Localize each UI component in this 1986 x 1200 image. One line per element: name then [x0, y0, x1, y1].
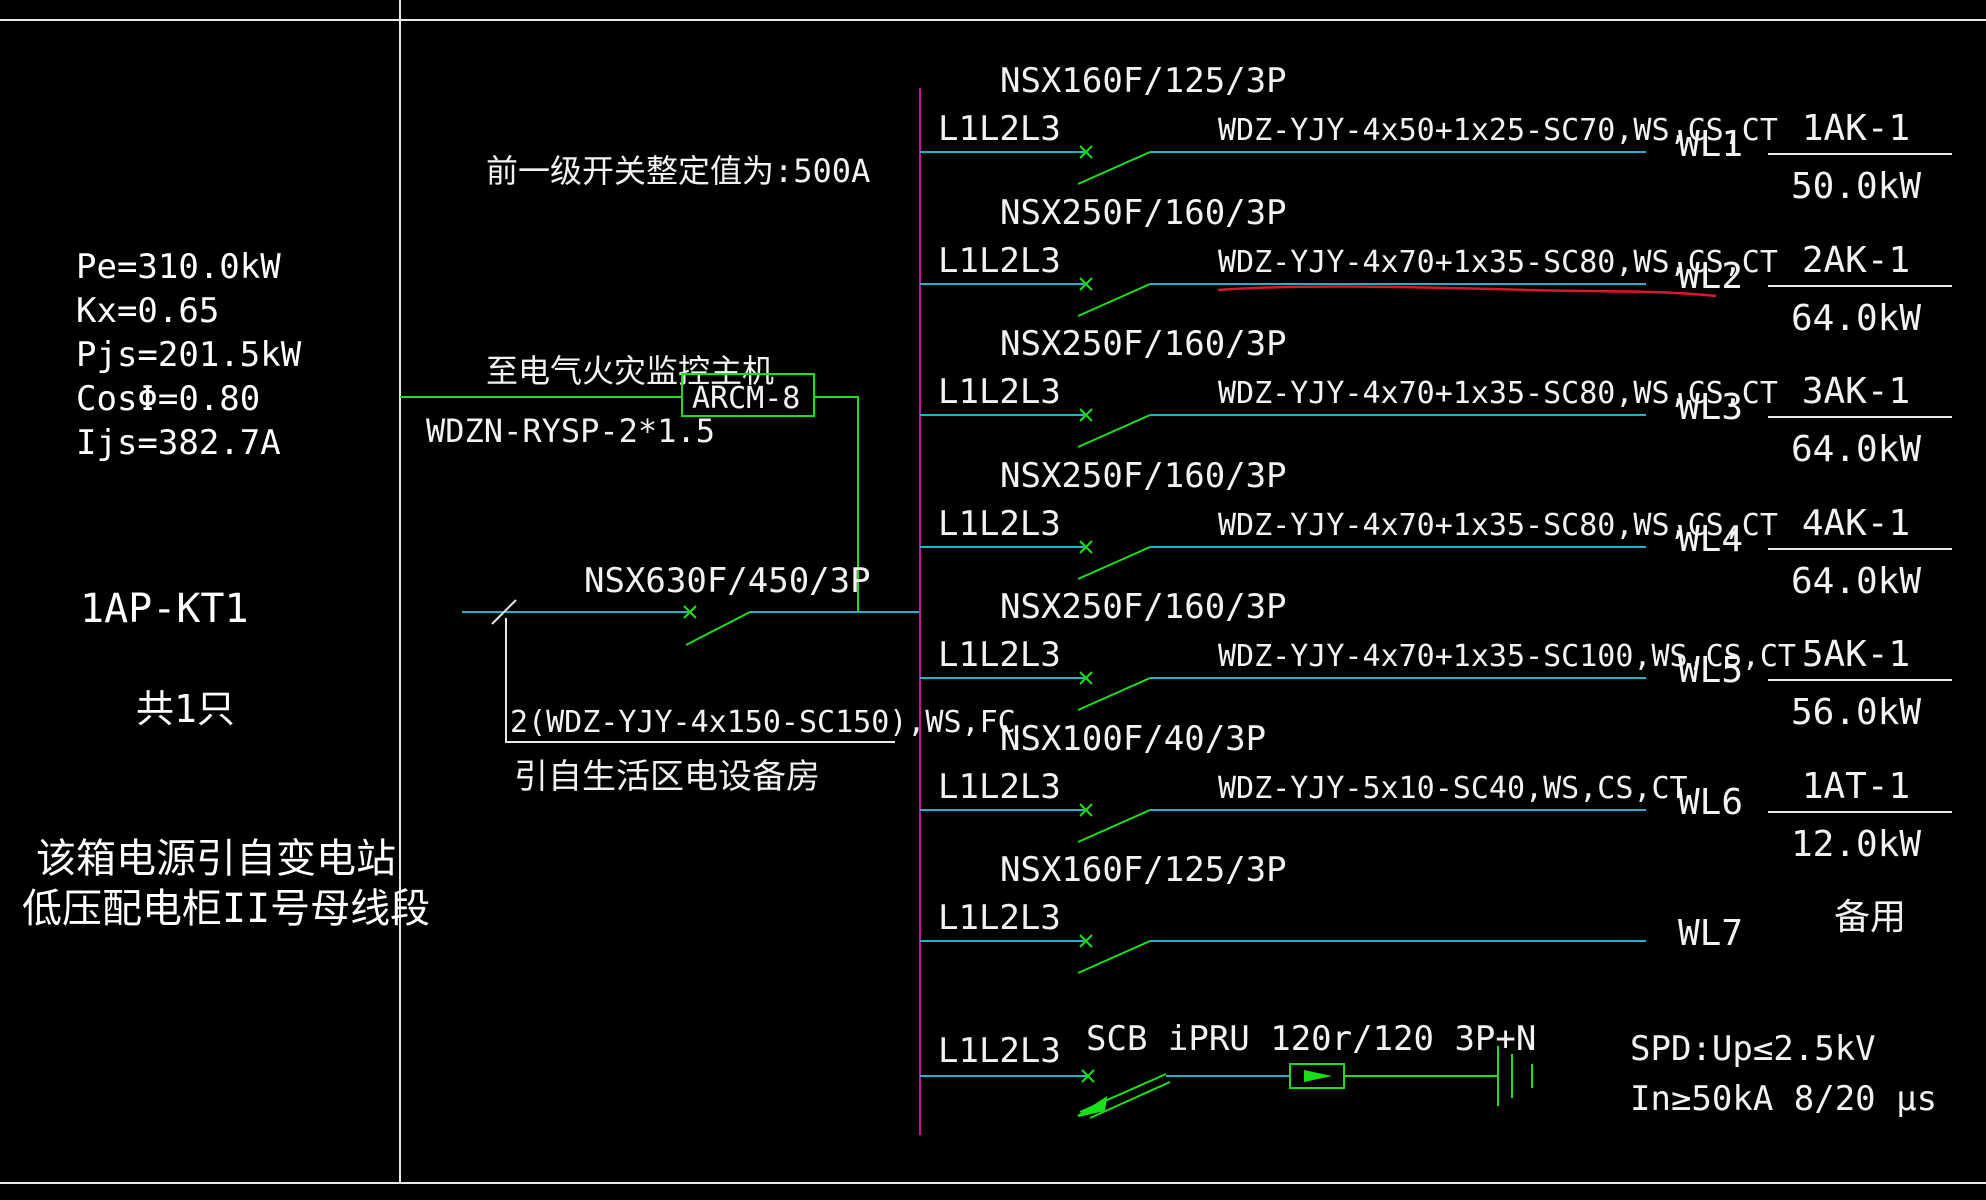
- circuit-phases-label: L1L2L3: [938, 504, 1061, 544]
- monitor-module-label: ARCM-8: [692, 381, 800, 416]
- load-name-label: 1AT-1: [1802, 766, 1910, 807]
- circuit-row: NSX250F/160/3P L1L2L3 WDZ-YJY-4x70+1x35-SC…: [920, 324, 1952, 470]
- incoming-tick: [491, 599, 517, 625]
- calc-cosphi: CosΦ=0.80: [76, 379, 260, 419]
- circuit-cable-label: WDZ-YJY-4x70+1x35-SC100,WS,CS,CT: [1218, 639, 1796, 674]
- circuit-breaker-label: NSX250F/160/3P: [1000, 324, 1287, 364]
- circuit-breaker-symbol: [1077, 408, 1151, 448]
- circuit-breaker-symbol: [1077, 803, 1151, 843]
- circuit-phases-label: L1L2L3: [938, 898, 1061, 938]
- circuit-phases-label: L1L2L3: [938, 109, 1061, 149]
- load-name-label: 1AK-1: [1802, 108, 1910, 149]
- circuit-cable-label: WDZ-YJY-4x70+1x35-SC80,WS,CS,CT: [1218, 376, 1778, 411]
- spd-device-label: SCB iPRU 120r/120 3P+N: [1086, 1019, 1536, 1059]
- circuit-breaker-symbol: [1077, 671, 1151, 711]
- circuit-breaker-label: NSX250F/160/3P: [1000, 587, 1287, 627]
- circuit-id-label: WL7: [1678, 913, 1743, 954]
- spd-arrow-icon: [1077, 1095, 1108, 1117]
- calc-pe: Pe=310.0kW: [76, 247, 281, 287]
- circuit-breaker-symbol: [1077, 540, 1151, 580]
- spd-rating-line1: SPD:Up≤2.5kV: [1630, 1029, 1876, 1069]
- circuit-breaker-label: NSX160F/125/3P: [1000, 850, 1287, 890]
- load-power-label: 64.0kW: [1791, 429, 1921, 470]
- circuit-cable-label: WDZ-YJY-4x70+1x35-SC80,WS,CS,CT: [1218, 245, 1778, 280]
- monitor-label: 至电气火灾监控主机: [486, 352, 774, 390]
- feeder-cable-label: 2(WDZ-YJY-4x150-SC150),WS,FC: [510, 705, 1016, 740]
- circuit-id-label: WL4: [1678, 519, 1743, 560]
- load-power-label: 12.0kW: [1791, 824, 1921, 865]
- spd-rating-line2: In≥50kA 8/20 μs: [1630, 1079, 1937, 1119]
- load-name-label: 3AK-1: [1802, 371, 1910, 412]
- circuit-phases-label: L1L2L3: [938, 635, 1061, 675]
- load-power-label: 56.0kW: [1791, 692, 1921, 733]
- circuit-row: NSX100F/40/3P L1L2L3 WDZ-YJY-5x10-SC40,WS,…: [920, 719, 1952, 865]
- markup-underline: [1217, 285, 1717, 298]
- circuit-breaker-label: NSX100F/40/3P: [1000, 719, 1266, 759]
- circuit-breaker-symbol: [1077, 277, 1151, 317]
- circuit-breaker-label: NSX160F/125/3P: [1000, 61, 1287, 101]
- circuit-phases-label: L1L2L3: [938, 767, 1061, 807]
- load-name-label: 2AK-1: [1802, 240, 1910, 281]
- monitor-sense-line: [814, 396, 859, 612]
- circuit-breaker-label: NSX250F/160/3P: [1000, 456, 1287, 496]
- circuit-id-label: WL2: [1678, 256, 1743, 297]
- main-breaker-label: NSX630F/450/3P: [584, 561, 871, 601]
- circuit-id-label: WL5: [1678, 650, 1743, 691]
- circuit-row: NSX160F/125/3P L1L2L3 WDZ-YJY-4x50+1x25-SC…: [920, 61, 1952, 207]
- earth-ground-icon: [1497, 1046, 1533, 1106]
- circuit-cable-label: WDZ-YJY-4x70+1x35-SC80,WS,CS,CT: [1218, 508, 1778, 543]
- calc-pjs: Pjs=201.5kW: [76, 335, 302, 375]
- calc-kx: Kx=0.65: [76, 291, 219, 331]
- circuit-cable-label: WDZ-YJY-5x10-SC40,WS,CS,CT: [1218, 771, 1688, 806]
- circuit-id-label: WL3: [1678, 387, 1743, 428]
- calc-ijs: Ijs=382.7A: [76, 423, 281, 463]
- upstream-setting-note: 前一级开关整定值为:500A: [486, 152, 870, 190]
- load-name-label: 4AK-1: [1802, 503, 1910, 544]
- circuit-breaker-label: NSX250F/160/3P: [1000, 193, 1287, 233]
- load-power-label: 50.0kW: [1791, 166, 1921, 207]
- circuit-id-label: WL1: [1678, 124, 1743, 165]
- feeder-cable-leader: [505, 618, 895, 743]
- circuit-phases-label: L1L2L3: [938, 241, 1061, 281]
- circuit-row: NSX250F/160/3P L1L2L3 WDZ-YJY-4x70+1x35-SC…: [920, 587, 1952, 733]
- circuit-phases-label: L1L2L3: [938, 372, 1061, 412]
- monitor-module-box: [681, 373, 815, 417]
- spd-element-arrow-icon: [1304, 1070, 1332, 1082]
- circuit-row: NSX250F/160/3P L1L2L3 WDZ-YJY-4x70+1x35-SC…: [920, 456, 1952, 602]
- circuit-breaker-symbol: [1077, 934, 1151, 974]
- load-power-label: 64.0kW: [1791, 298, 1921, 339]
- source-note-line1: 该箱电源引自变电站: [36, 836, 396, 882]
- circuit-row: NSX160F/125/3P L1L2L3 WL7 备用: [920, 850, 1906, 974]
- circuit-id-label: WL6: [1678, 782, 1743, 823]
- circuit-cable-label: WDZ-YJY-4x50+1x25-SC70,WS,CS,CT: [1218, 113, 1778, 148]
- monitor-cable-label: WDZN-RYSP-2*1.5: [426, 412, 715, 450]
- load-power-label: 64.0kW: [1791, 561, 1921, 602]
- main-breaker-symbol: [683, 605, 751, 646]
- circuit-breaker-symbol: [1077, 145, 1151, 185]
- load-power-label: 备用: [1834, 897, 1906, 938]
- load-name-label: 5AK-1: [1802, 634, 1910, 675]
- panel-id: 1AP-KT1: [80, 586, 249, 632]
- circuit-row: NSX250F/160/3P L1L2L3 WDZ-YJY-4x70+1x35-SC…: [920, 193, 1952, 339]
- outgoing-circuits: NSX160F/125/3P L1L2L3 WDZ-YJY-4x50+1x25-SC…: [920, 61, 1952, 974]
- spd-phases-label: L1L2L3: [938, 1031, 1061, 1071]
- panel-quantity: 共1只: [136, 687, 235, 731]
- feeder-source-label: 引自生活区电设备房: [514, 757, 820, 797]
- source-note-line2: 低压配电柜II号母线段: [22, 886, 430, 932]
